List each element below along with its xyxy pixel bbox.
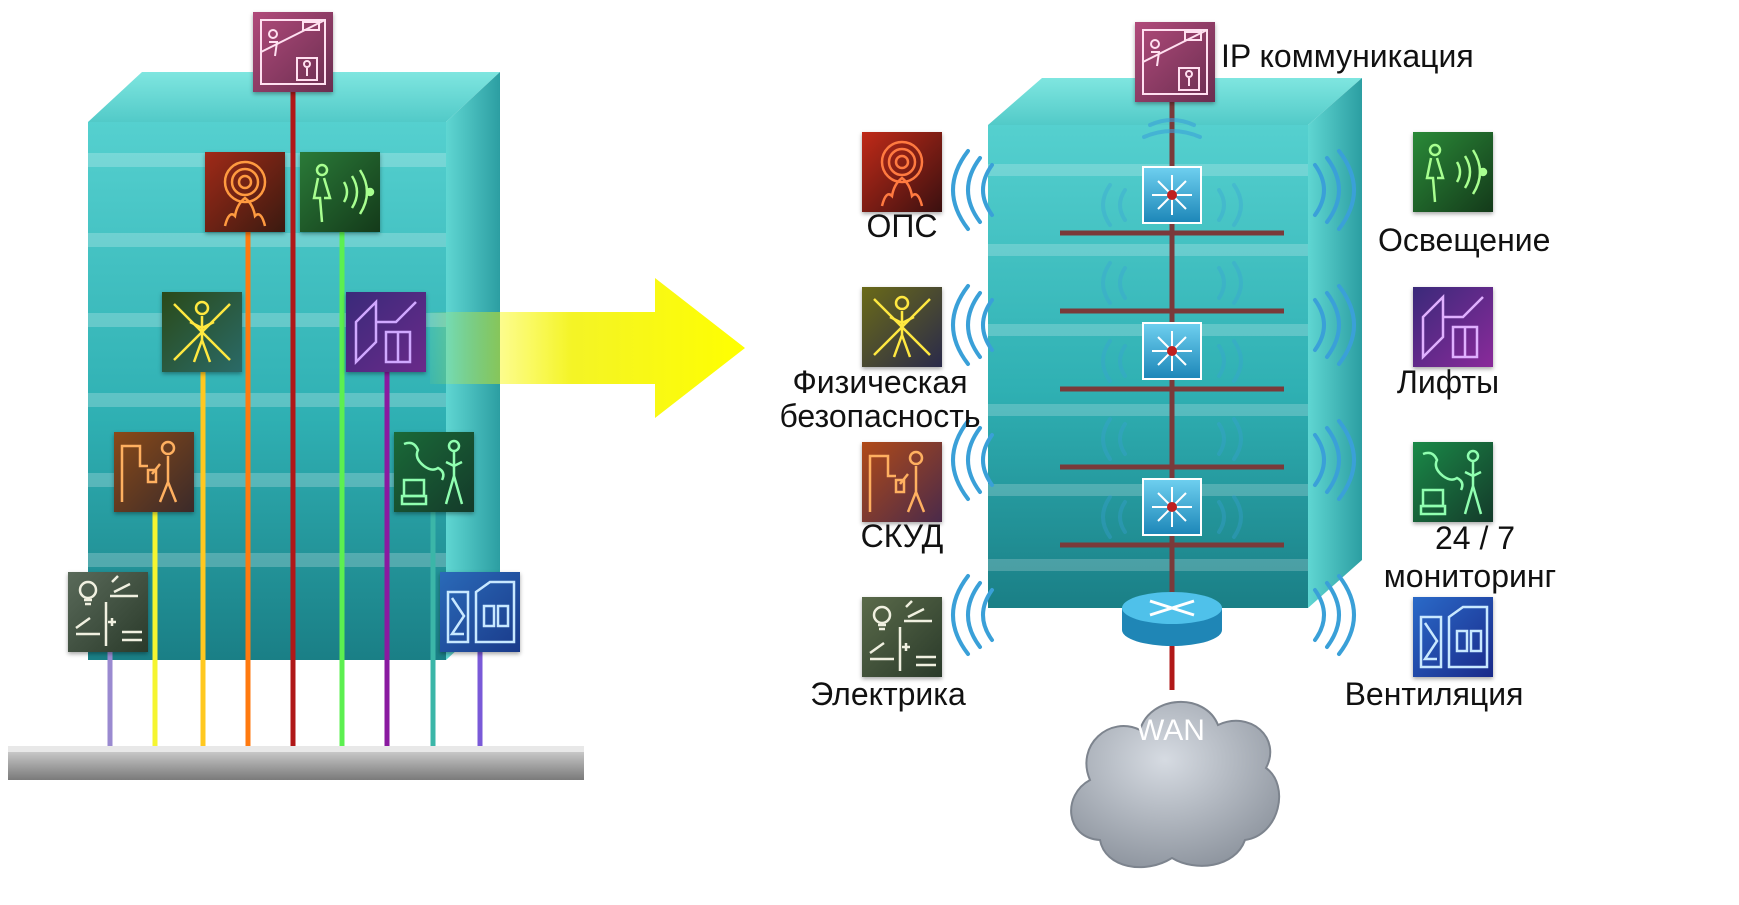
label-monitoring-line2: мониторинг <box>1383 558 1557 594</box>
label-ops: ОПС <box>866 208 938 244</box>
label-electrical: Электрика <box>810 676 966 712</box>
label-ventilation: Вентиляция <box>1344 676 1524 712</box>
wave-left-4 <box>951 574 994 656</box>
surveillance-camera-icon <box>253 12 333 92</box>
access-control-icon <box>862 442 942 522</box>
switch-3 <box>1142 478 1202 536</box>
electrical-switch-icon <box>862 597 942 677</box>
restricted-person-icon <box>862 287 942 367</box>
wave-top <box>1142 118 1202 139</box>
wave-inner <box>1101 183 1243 539</box>
ventilation-icon <box>1413 597 1493 677</box>
label-monitoring-line1: 24 / 7 <box>1434 520 1516 556</box>
label-elevators: Лифты <box>1396 364 1500 400</box>
wave-left-1 <box>951 149 994 231</box>
fire-alarm-icon <box>862 132 942 212</box>
label-wan: WAN <box>1136 714 1205 747</box>
elevator-icon <box>1413 287 1493 367</box>
wave-right-4 <box>1313 574 1356 656</box>
access-control-icon <box>114 432 194 512</box>
label-physical-security-line1: Физическая <box>792 364 968 400</box>
lighting-sensor-icon <box>300 152 380 232</box>
wave-left-2 <box>951 284 994 366</box>
wave-right-2 <box>1313 284 1356 366</box>
router-icon <box>1122 592 1222 646</box>
label-lighting: Освещение <box>1378 222 1551 258</box>
surveillance-camera-icon <box>1135 22 1215 102</box>
elevator-icon <box>346 292 426 372</box>
label-skud: СКУД <box>860 518 944 554</box>
wan-cloud <box>1070 701 1281 869</box>
ventilation-icon <box>440 572 520 652</box>
label-physical-security-line2: безопасность <box>779 398 981 434</box>
switch-2 <box>1142 322 1202 380</box>
wireless-waves <box>951 118 1356 656</box>
phone-monitoring-icon <box>1413 442 1493 522</box>
transition-arrow <box>430 278 745 418</box>
switch-1 <box>1142 166 1202 224</box>
wave-left-3 <box>951 419 994 501</box>
fire-alarm-icon <box>205 152 285 232</box>
left-base-slab <box>8 746 584 780</box>
phone-monitoring-icon <box>394 432 474 512</box>
lighting-sensor-icon <box>1413 132 1493 212</box>
label-ip-communication: IP коммуникация <box>1221 38 1474 74</box>
wave-right-3 <box>1313 419 1356 501</box>
wave-right-1 <box>1313 149 1356 231</box>
electrical-switch-icon <box>68 572 148 652</box>
restricted-person-icon <box>162 292 242 372</box>
